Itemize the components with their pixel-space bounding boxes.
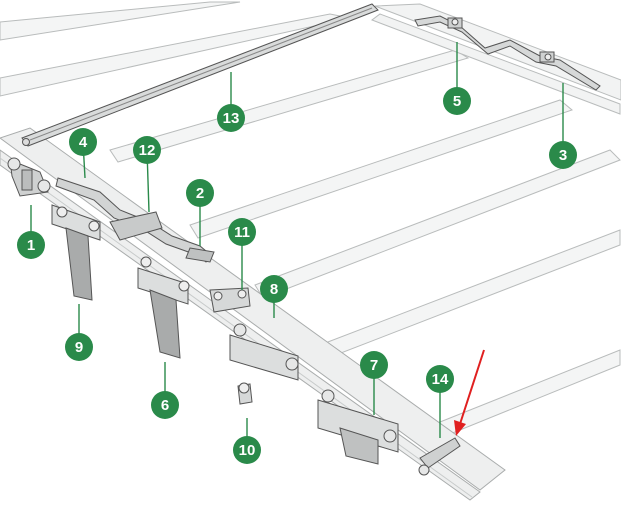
block-with-plate [317, 389, 399, 465]
callout-5-label: 5 [453, 93, 461, 110]
callout-3-label: 3 [559, 147, 567, 164]
crossbar [109, 49, 470, 163]
crossbar [0, 1, 241, 41]
callout-8: 8 [260, 275, 288, 303]
callout-5: 5 [443, 87, 471, 115]
callout-13-label: 13 [223, 110, 240, 127]
callout-13: 13 [217, 104, 245, 132]
crossbar [254, 149, 621, 299]
long-bracket [55, 177, 215, 263]
red-pointer-arrow-icon [454, 349, 485, 436]
crossbar [189, 99, 574, 239]
callout-4-label: 4 [79, 134, 88, 151]
callout-2: 2 [186, 179, 214, 207]
callout-6: 6 [151, 391, 179, 419]
callout-1: 1 [17, 231, 45, 259]
threaded-rod [21, 3, 379, 147]
block-part [229, 323, 299, 381]
crossbars [0, 1, 621, 444]
callout-9: 9 [65, 333, 93, 361]
crossbar [419, 349, 621, 444]
callout-7: 7 [360, 351, 388, 379]
callout-14-label: 14 [432, 371, 449, 388]
end-bracket [418, 437, 461, 476]
callout-6-label: 6 [161, 397, 169, 414]
upper-rail [370, 3, 621, 115]
callout-1-label: 1 [27, 237, 35, 254]
callout-7-label: 7 [370, 357, 378, 374]
callout-10-label: 10 [239, 442, 256, 459]
callout-11-label: 11 [234, 224, 250, 241]
callout-11: 11 [228, 218, 256, 246]
callout-2-label: 2 [196, 185, 204, 202]
callout-12-label: 12 [139, 142, 156, 159]
callout-14: 14 [426, 365, 454, 393]
callout-8-label: 8 [270, 281, 278, 298]
callout-3: 3 [549, 141, 577, 169]
mounting-blocks [51, 204, 190, 359]
mid-bracket [209, 287, 251, 313]
callout-4: 4 [69, 128, 97, 156]
callout-12: 12 [133, 136, 161, 164]
callout-9-label: 9 [75, 339, 83, 356]
top-bracket-assembly [414, 15, 601, 91]
callout-badges: 1 2 3 4 5 6 7 8 [17, 87, 577, 464]
small-clip [237, 382, 253, 405]
callout-10: 10 [233, 436, 261, 464]
end-clamp [7, 157, 51, 197]
